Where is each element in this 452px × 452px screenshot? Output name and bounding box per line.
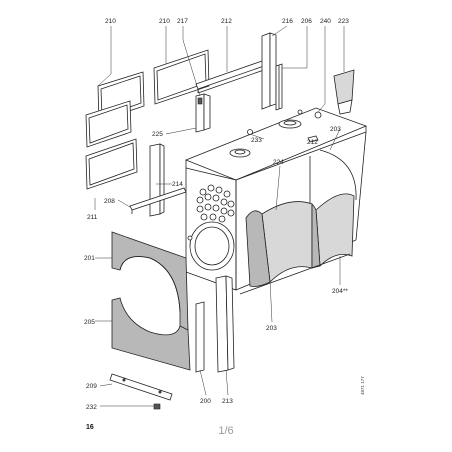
bracket-217 [195,93,211,133]
callout-210a: 210 [105,18,116,25]
upright-200 [195,301,205,373]
callout-204: 204** [332,288,348,295]
strip-209 [109,373,173,401]
callout-203-top: 203 [330,126,341,133]
panel-211 [85,138,138,190]
drawing-code: 4871 177 [360,376,365,395]
flue-223 [333,69,355,115]
panel-210-left [85,71,145,148]
post-206 [275,63,283,111]
page-number: 16 [86,424,94,431]
callout-225: 225 [152,131,163,138]
callout-232: 232 [86,404,97,411]
callout-223: 223 [338,18,349,25]
post-216 [261,32,277,110]
callout-212-right: 212 [307,139,318,146]
callout-206: 206 [301,18,312,25]
upright-213 [215,275,235,373]
bar-208 [129,187,187,214]
clip-232 [153,403,161,410]
callout-200: 200 [200,398,211,405]
callout-214: 214 [172,181,183,188]
base-line [239,253,351,295]
callout-217: 217 [177,18,188,25]
callout-labels: 210 210 217 212 216 206 240 223 225 233 … [84,18,349,411]
callout-213: 213 [222,398,233,405]
callout-233: 233 [251,137,262,144]
boiler-top [184,107,368,181]
callout-240: 240 [320,18,331,25]
callout-201: 201 [84,255,95,262]
panel-205 [111,297,191,371]
leader-lines [94,25,345,407]
panel-201 [111,231,189,335]
callout-212-top: 212 [221,18,232,25]
callout-205: 205 [84,319,95,326]
callout-208: 208 [104,198,115,205]
callout-216: 216 [282,18,293,25]
page-counter: 1/6 [218,425,234,437]
callout-203-bottom: 203 [266,325,277,332]
insulation-204 [311,193,355,269]
callout-211: 211 [87,214,98,221]
callout-224: 224 [273,159,284,166]
insulation-224 [245,201,313,287]
callout-209: 209 [86,383,97,390]
callout-210b: 210 [159,18,170,25]
bar-214 [149,143,165,217]
boiler-front [185,167,237,291]
